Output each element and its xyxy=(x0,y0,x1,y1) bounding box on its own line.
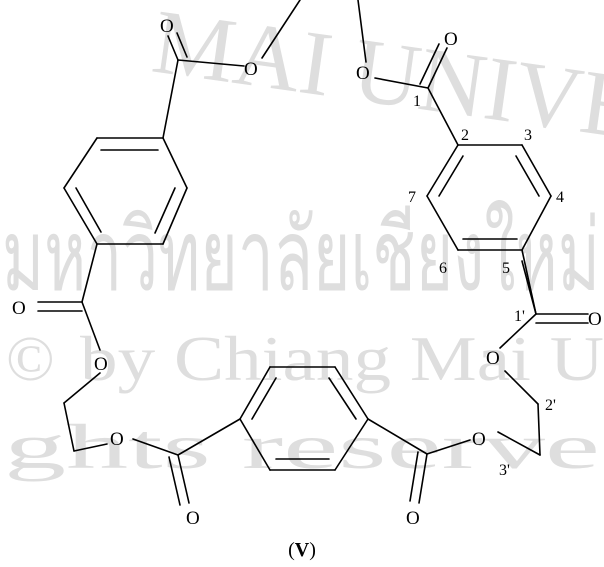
atom-labels: O O O O O O O O O O O O xyxy=(12,16,602,529)
bond xyxy=(537,403,541,456)
bond xyxy=(177,418,241,456)
bond xyxy=(177,454,190,504)
bond xyxy=(334,418,369,471)
position-2: 2 xyxy=(461,127,469,144)
bond xyxy=(409,451,419,502)
bond xyxy=(374,77,429,89)
bond xyxy=(427,47,448,89)
oxygen-bottom-right-carbonyl: O xyxy=(406,508,420,529)
bond xyxy=(75,187,102,233)
bond xyxy=(239,418,271,471)
bond xyxy=(367,418,428,455)
oxygen-left-carbonyl: O xyxy=(12,298,26,319)
position-numbering: 1 2 3 4 5 6 7 1' 2' 3' xyxy=(408,93,564,479)
bond xyxy=(167,35,179,61)
position-2-prime: 2' xyxy=(545,397,556,414)
bond xyxy=(515,155,540,197)
oxygen-top-right-ester: O xyxy=(356,63,370,84)
bond xyxy=(177,59,245,67)
bond xyxy=(427,87,459,146)
oxygen-left-ester: O xyxy=(94,354,108,375)
bond xyxy=(418,453,428,504)
watermark-line-2: มหาวิทยาลัยเชียงใหม่ xyxy=(2,200,600,312)
compound-label-close: ) xyxy=(309,539,316,561)
bond xyxy=(63,187,98,245)
position-5: 5 xyxy=(502,260,510,277)
bond xyxy=(251,377,277,420)
bond xyxy=(63,402,75,452)
watermark-copyright: © xyxy=(6,323,55,394)
position-6: 6 xyxy=(439,260,447,277)
compound-label-roman: V xyxy=(295,539,310,561)
watermark: MAI UNIVERSITY มหาวิทยาลัยเชียงใหม่ © by… xyxy=(2,0,604,482)
oxygen-top-left-carbonyl: O xyxy=(160,16,174,37)
position-7: 7 xyxy=(408,189,416,206)
bond xyxy=(426,195,459,251)
position-3-prime: 3' xyxy=(499,462,510,479)
bond xyxy=(328,377,357,420)
bond xyxy=(162,59,179,139)
bond xyxy=(419,43,440,85)
bond xyxy=(334,366,369,420)
compound-label-open: ( xyxy=(288,539,295,561)
position-1-prime: 1' xyxy=(514,308,525,325)
bond xyxy=(521,249,537,315)
bond xyxy=(357,0,367,63)
bond xyxy=(162,137,188,189)
bond xyxy=(239,366,271,420)
bond xyxy=(81,301,101,351)
bond-network xyxy=(37,0,589,506)
oxygen-bottom-right-ester: O xyxy=(472,429,486,450)
bond xyxy=(73,443,108,452)
watermark-line-1: MAI UNIVERSITY xyxy=(147,0,604,196)
bond xyxy=(132,438,179,456)
compound-label: (V) xyxy=(288,539,316,561)
bond xyxy=(521,195,552,251)
bond xyxy=(168,456,181,506)
bond xyxy=(504,370,539,405)
position-4: 4 xyxy=(556,189,564,206)
oxygen-right-carbonyl: O xyxy=(588,309,602,330)
bond xyxy=(176,32,188,58)
bond xyxy=(426,439,471,455)
bond xyxy=(162,187,188,245)
bond xyxy=(261,0,301,59)
bond xyxy=(438,155,464,197)
oxygen-bottom-left-ester: O xyxy=(110,429,124,450)
bond xyxy=(154,187,176,234)
bond xyxy=(497,431,541,456)
bond xyxy=(63,137,98,189)
watermark-line-3: by Chiang Mai U xyxy=(80,323,604,394)
bond xyxy=(426,144,459,197)
bond xyxy=(521,144,552,197)
position-3: 3 xyxy=(524,127,532,144)
oxygen-top-left-ester: O xyxy=(244,59,258,80)
oxygen-top-right-carbonyl: O xyxy=(444,29,458,50)
oxygen-right-ester: O xyxy=(486,348,500,369)
oxygen-bottom-left-carbonyl: O xyxy=(186,508,200,529)
position-1: 1 xyxy=(413,93,421,110)
bond xyxy=(81,243,98,303)
bond xyxy=(63,372,101,404)
bond xyxy=(499,313,537,349)
